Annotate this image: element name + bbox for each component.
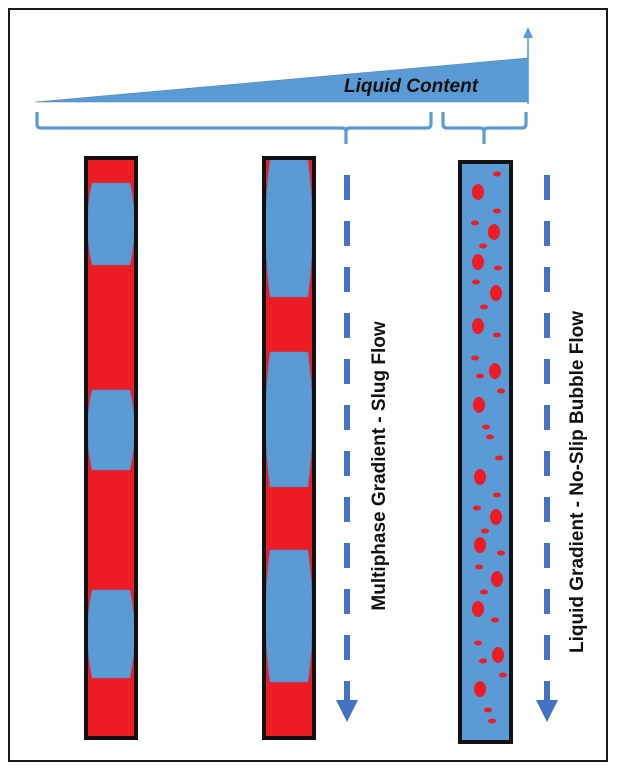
tube-3	[458, 160, 513, 744]
gas-bubble	[497, 388, 505, 394]
gas-bubble	[490, 509, 502, 525]
liquid-slug	[265, 351, 313, 488]
arrow-up-icon	[523, 27, 533, 38]
tube-1	[84, 156, 138, 740]
gas-bubble	[473, 397, 485, 413]
tube-2	[262, 156, 316, 740]
liquid-slug	[87, 389, 135, 471]
liquid-slug	[265, 549, 313, 683]
gas-bubble	[472, 184, 484, 200]
figure-frame	[8, 8, 608, 762]
gas-bubble	[471, 220, 479, 226]
gas-bubble	[480, 304, 488, 310]
gas-bubble	[493, 208, 501, 214]
multiphase-flow-arrow	[336, 175, 358, 722]
liquid-flow-arrow	[536, 175, 558, 722]
gas-bubble	[473, 505, 481, 511]
liquid-slug	[87, 182, 135, 266]
gas-bubble	[475, 564, 483, 570]
gas-bubble	[488, 224, 500, 240]
tube-3-wall	[458, 160, 513, 744]
tube-2-wall	[262, 156, 316, 740]
gas-bubble	[489, 363, 501, 379]
gas-bubble	[492, 647, 504, 663]
gas-bubble	[474, 640, 482, 646]
gas-bubble	[484, 707, 492, 713]
gas-bubble	[497, 550, 505, 556]
gas-bubble	[472, 254, 484, 270]
gas-bubble	[493, 492, 501, 498]
gas-bubble	[482, 424, 490, 430]
gas-bubble	[490, 285, 502, 301]
gas-bubble	[472, 279, 480, 285]
gas-bubble	[493, 171, 501, 177]
liquid-gradient-label: Liquid Gradient - No-Slip Bubble Flow	[567, 311, 588, 653]
gas-bubble	[491, 571, 503, 587]
gas-bubble	[488, 718, 496, 724]
brace-multiphase	[35, 112, 433, 144]
tube-3-liquid	[460, 162, 511, 742]
gas-bubble	[471, 355, 479, 361]
gas-bubble	[480, 589, 488, 595]
gas-bubble	[491, 617, 499, 623]
liquid-slug	[265, 159, 313, 298]
liquid-content-label: Liquid Content	[344, 76, 479, 97]
gas-bubble	[499, 672, 507, 678]
gas-bubble	[481, 528, 489, 534]
gas-bubble	[486, 434, 494, 440]
arrow-down-icon	[536, 700, 558, 722]
tube-1-wall	[84, 156, 138, 740]
gas-bubble	[479, 658, 487, 664]
gas-bubble	[474, 469, 486, 485]
gas-bubble	[493, 332, 501, 338]
brace-liquid	[441, 112, 528, 144]
gas-bubble	[474, 537, 486, 553]
gas-bubble	[479, 243, 487, 249]
gas-bubble	[494, 265, 502, 271]
gas-bubble	[472, 318, 484, 334]
gas-bubble	[474, 681, 486, 697]
arrow-down-icon	[336, 700, 358, 722]
liquid-slug	[87, 589, 135, 679]
multiphase-gradient-label: Multiphase Gradient - Slug Flow	[369, 321, 390, 611]
gas-bubble	[476, 373, 484, 379]
gas-bubble	[495, 455, 503, 461]
gas-bubble	[472, 601, 484, 617]
